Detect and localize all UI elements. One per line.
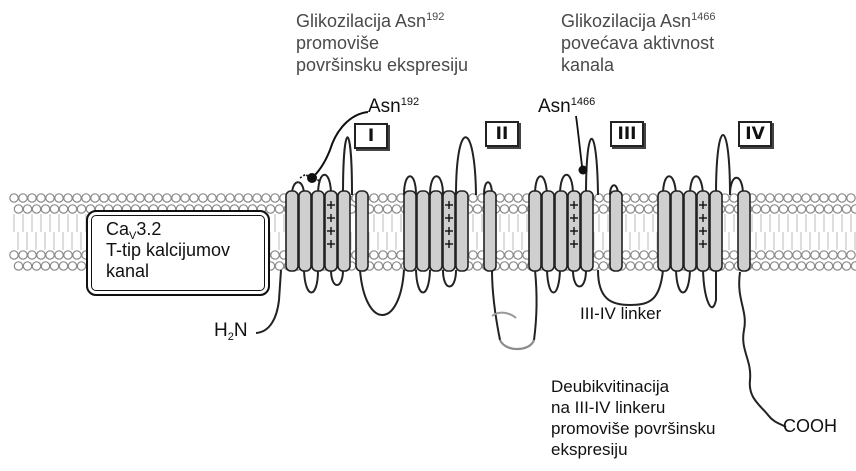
channel-name: CaV3.2 <box>88 212 268 240</box>
helix-0-2 <box>312 191 324 271</box>
loop-11 <box>456 137 476 195</box>
helix-1-5 <box>484 191 496 271</box>
helix-2-0 <box>529 191 541 271</box>
loop-5 <box>343 137 352 195</box>
loop-2 <box>304 270 318 293</box>
domain-marker-iv: IV <box>738 121 772 147</box>
loop-6 <box>360 270 404 315</box>
helix-0-1 <box>299 191 311 271</box>
helix-2-4 <box>581 191 593 271</box>
channel-type-line: T-tip kalcijumov <box>88 240 268 261</box>
loop-28 <box>739 272 786 427</box>
loop-18 <box>573 270 586 287</box>
helix-3-4 <box>710 191 722 271</box>
helix-1-4 <box>456 191 468 271</box>
helix-3-0 <box>658 191 670 271</box>
helix-1-2 <box>430 191 442 271</box>
helix-3-2 <box>684 191 696 271</box>
loop-20 <box>598 270 663 305</box>
helix-3-5 <box>738 191 750 271</box>
channel-type-word: kanal <box>88 261 268 282</box>
loop-19 <box>586 139 598 195</box>
loop-13 <box>492 270 500 340</box>
asn192-label: Asn192 <box>368 96 419 118</box>
amino-terminus-label: H2N <box>214 320 248 342</box>
helix-0-4 <box>338 191 350 271</box>
helix-2-5 <box>610 191 622 271</box>
helix-2-2 <box>555 191 567 271</box>
domain-marker-iii: III <box>610 121 644 147</box>
helix-3-1 <box>671 191 683 271</box>
carboxy-terminus-label: COOH <box>783 415 837 437</box>
glycosylation-asn1466-note: Glikozilacija Asn1466 povećava aktivnost… <box>561 10 716 76</box>
loop-26 <box>716 135 730 195</box>
domain-marker-i: I <box>354 123 388 149</box>
helix-0-5 <box>356 191 368 271</box>
linker-label: III-IV linker <box>580 303 661 325</box>
asn1466-glycan-dot <box>579 166 588 175</box>
domain-marker-ii: II <box>485 121 519 147</box>
loop-16 <box>547 270 560 293</box>
glycosylation-asn192-note: Glikozilacija Asn192 promoviše površinsk… <box>296 10 468 76</box>
loop-10 <box>443 270 456 287</box>
loop-4 <box>331 270 343 285</box>
helix-0-0 <box>286 191 298 271</box>
loop-25 <box>703 270 716 307</box>
loop-14 <box>534 270 537 340</box>
deubiquitination-note: Deubikvitinacija na III-IV linkeru promo… <box>551 376 715 460</box>
asn1466-pointer <box>576 116 582 166</box>
asn1466-label: Asn1466 <box>538 96 595 118</box>
helix-1-0 <box>404 191 416 271</box>
loop-8 <box>416 270 430 293</box>
helix-2-1 <box>542 191 554 271</box>
loop-23 <box>676 270 690 293</box>
loop-gray-segment <box>500 340 534 349</box>
helix-1-1 <box>417 191 429 271</box>
channel-name-box: CaV3.2 T-tip kalcijumov kanal <box>86 210 270 296</box>
